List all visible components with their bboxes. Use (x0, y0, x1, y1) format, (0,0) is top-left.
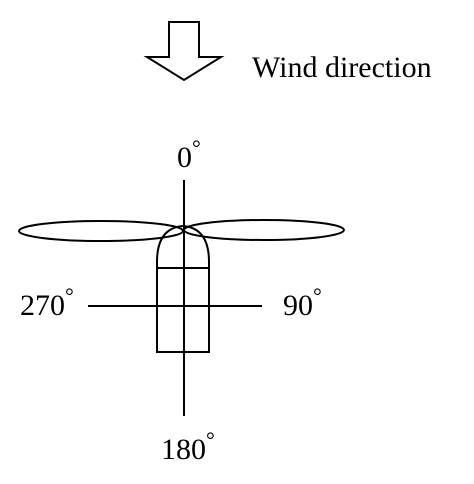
angle-label-0: 0° (177, 135, 201, 174)
degree-symbol: ° (313, 283, 322, 308)
right-rotor-blade (183, 219, 345, 241)
angle-label-180: 180° (161, 427, 215, 466)
angle-label-270: 270° (20, 283, 74, 322)
fuselage-body (156, 224, 210, 353)
degree-symbol: ° (65, 283, 74, 308)
degree-symbol: ° (206, 427, 215, 452)
wind-arrow-icon (143, 21, 225, 82)
degree-symbol: ° (192, 135, 201, 160)
left-rotor-blade (18, 220, 184, 242)
angle-label-90: 90° (283, 283, 322, 322)
wind-direction-label: Wind direction (252, 51, 432, 84)
